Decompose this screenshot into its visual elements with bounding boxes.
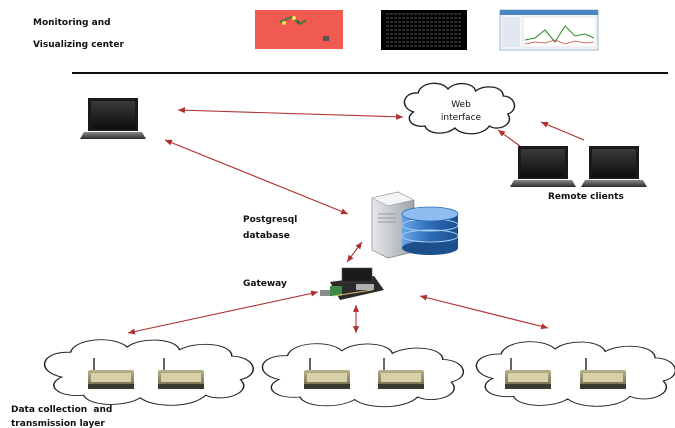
web-interface-label-line2: interface	[441, 113, 482, 123]
monitoring-label-line1: Monitoring and	[33, 18, 111, 28]
web-interface-label-line1: Web	[451, 100, 471, 110]
postgres-label-line2: database	[243, 231, 290, 241]
arrow-server-gateway	[346, 241, 363, 263]
remote-client-laptop-icon	[510, 146, 576, 187]
map-screenshot-thumbnail	[255, 10, 343, 49]
arrow-client2-web	[540, 121, 585, 141]
gateway-label: Gateway	[243, 279, 287, 289]
sensor-cluster-cloud-icon	[43, 338, 255, 407]
chart-screenshot-thumbnail	[499, 9, 599, 51]
remote-clients-label: Remote clients	[548, 192, 624, 202]
postgres-label-line1: Postgresql	[243, 215, 297, 225]
remote-client-laptop-icon	[581, 146, 647, 187]
data-collection-label-line2: transmission layer	[11, 419, 105, 428]
monitoring-laptop-icon	[80, 98, 146, 139]
terminal-screenshot-thumbnail	[381, 10, 467, 50]
gateway-board-icon	[320, 267, 384, 300]
arrow-laptop-server	[164, 139, 349, 215]
database-icon	[401, 206, 459, 255]
data-collection-label-line1: Data collection and	[11, 405, 112, 415]
monitoring-label-line2: Visualizing center	[33, 40, 124, 50]
arrow-client-web	[497, 129, 521, 147]
sensor-cluster-cloud-icon	[261, 342, 465, 408]
arrow-gateway-cluster-left	[127, 290, 319, 335]
arrow-gateway-cluster-right	[419, 294, 549, 330]
arrow-laptop-web	[177, 107, 404, 120]
